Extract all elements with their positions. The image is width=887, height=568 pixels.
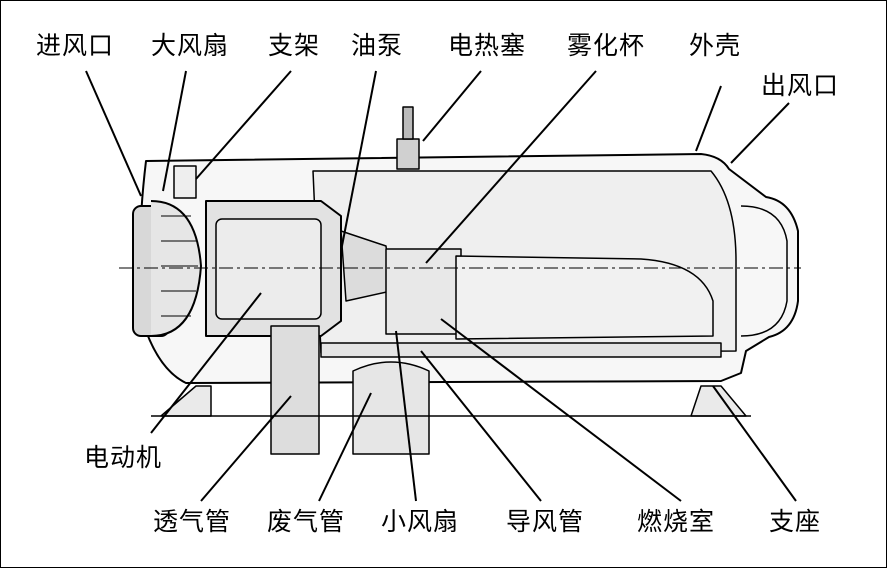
bracket [173, 165, 197, 199]
label-combustion-chamber: 燃烧室 [637, 507, 716, 536]
mount-right [690, 385, 747, 417]
combustion-chamber [455, 255, 714, 340]
label-air-outlet: 出风口 [761, 71, 840, 100]
leader-youbeng [340, 70, 377, 252]
leader-zhijia [195, 70, 292, 180]
air-guide-duct [320, 342, 722, 358]
leader-chufengkou [730, 102, 790, 164]
label-atomizing-cup: 雾化杯 [567, 31, 646, 60]
leader-ranshaoshi [440, 318, 682, 502]
outlet-duct [740, 205, 788, 337]
label-small-fan: 小风扇 [381, 507, 460, 536]
label-exhaust-tube: 废气管 [267, 507, 346, 536]
glow-plug-base [396, 138, 420, 170]
leader-touqiguan [200, 395, 292, 502]
label-air-guide-duct: 导风管 [506, 507, 585, 536]
exhaust-tube [352, 361, 430, 455]
label-air-inlet: 进风口 [36, 31, 115, 60]
label-breather-tube: 透气管 [153, 507, 232, 536]
leader-diandongji [150, 292, 262, 434]
label-motor: 电动机 [84, 443, 163, 472]
leader-zhizuo [712, 385, 797, 502]
atomizing-cup [385, 248, 462, 335]
label-bracket: 支架 [268, 31, 321, 60]
leader-jinfengkou [85, 70, 142, 197]
glow-plug-tip [402, 106, 414, 140]
leader-xiaofengshan [395, 330, 417, 502]
label-big-fan: 大风扇 [151, 31, 230, 60]
breather-tube [270, 325, 320, 455]
leader-daofengguan [420, 350, 542, 502]
leader-waike [695, 85, 722, 152]
label-oil-pump: 油泵 [351, 31, 404, 60]
label-mount: 支座 [769, 507, 822, 536]
label-glow-plug: 电热塞 [448, 31, 527, 60]
label-outer-shell: 外壳 [689, 31, 742, 60]
leader-wuhuabei [425, 70, 597, 264]
leader-dianresai [422, 70, 482, 142]
leader-feiqiguan [318, 392, 372, 502]
leader-dafengshan [162, 70, 187, 192]
